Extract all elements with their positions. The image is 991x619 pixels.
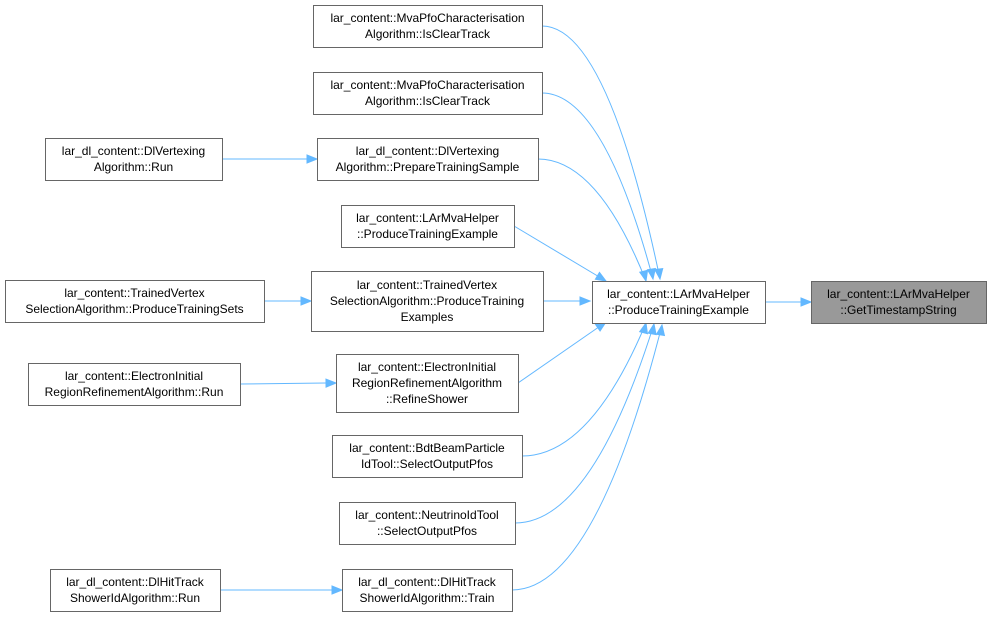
node-box[interactable] [50,569,221,612]
arrowhead-pte-to-gts [800,297,813,307]
node-label-line: lar_content::ElectronInitial [358,360,496,374]
node-box[interactable] [341,205,515,248]
node-dlv_pts[interactable]: lar_dl_content::DlVertexingAlgorithm::Pr… [317,138,539,181]
node-tvs_pts[interactable]: lar_content::TrainedVertexSelectionAlgor… [5,280,265,323]
node-box[interactable] [317,138,539,181]
node-box[interactable] [336,354,519,413]
node-label-line: lar_dl_content::DlVertexing [356,144,499,158]
nodes-layer: lar_content::LArMvaHelper::GetTimestampS… [5,5,987,612]
node-box[interactable] [45,138,223,181]
node-label-line: lar_content::NeutrinoIdTool [355,508,498,522]
node-label-line: lar_content::MvaPfoCharacterisation [330,78,524,92]
node-label-line: lar_content::LArMvaHelper [356,211,499,225]
node-box[interactable] [592,281,766,324]
node-label-line: ShowerIdAlgorithm::Train [360,591,495,605]
arrowhead-bdt-to-pte [638,321,649,335]
edge-mva1-to-pte [541,25,661,280]
node-eir_run[interactable]: lar_content::ElectronInitialRegionRefine… [28,363,241,406]
edge-mva2-to-pte [541,92,654,280]
arrowhead-dlh_run-to-dlh_train [331,585,344,595]
node-lmh_pte[interactable]: lar_content::LArMvaHelper::ProduceTraini… [341,205,515,248]
node-pte[interactable]: lar_content::LArMvaHelper::ProduceTraini… [592,281,766,324]
node-label-line: lar_dl_content::DlHitTrack [66,575,205,589]
node-label-line: ::ProduceTrainingExample [608,303,749,317]
arrowhead-mva2-to-pte [646,267,657,281]
node-label-line: SelectionAlgorithm::ProduceTrainingSets [25,302,243,316]
node-label-line: ::RefineShower [386,392,468,406]
node-box[interactable] [313,5,543,48]
node-bdt[interactable]: lar_content::BdtBeamParticleIdTool::Sele… [332,435,523,478]
node-box[interactable] [28,363,241,406]
node-label-line: Algorithm::PrepareTrainingSample [336,160,520,174]
node-nid[interactable]: lar_content::NeutrinoIdTool::SelectOutpu… [339,502,516,545]
arrowhead-mva1-to-pte [653,267,664,281]
node-label-line: ::SelectOutputPfos [377,524,477,538]
arrowhead-tvs_pte-to-pte [579,296,592,306]
arrowhead-dlh_train-to-pte [655,323,666,337]
node-label-line: Algorithm::Run [94,160,173,174]
node-box[interactable] [811,281,987,324]
node-dlh_run[interactable]: lar_dl_content::DlHitTrackShowerIdAlgori… [50,569,221,612]
edge-dlh_train-to-pte [511,324,663,591]
node-label-line: RegionRefinementAlgorithm::Run [45,385,224,399]
node-eir_rs[interactable]: lar_content::ElectronInitialRegionRefine… [336,354,519,413]
edge-nid-to-pte [514,323,655,524]
node-box[interactable] [313,72,543,115]
node-label-line: ::ProduceTrainingExample [357,227,498,241]
edge-eir_run-to-eir_rs [239,382,327,385]
node-label-line: lar_content::TrainedVertex [64,286,204,300]
edge-eir_rs-to-pte [517,321,607,384]
arrowhead-tvs_pts-to-tvs_pte [300,296,313,306]
node-box[interactable] [339,502,516,545]
edge-lmh_pte-to-pte [513,225,607,282]
node-tvs_pte[interactable]: lar_content::TrainedVertexSelectionAlgor… [311,271,544,332]
node-dlh_train[interactable]: lar_dl_content::DlHitTrackShowerIdAlgori… [342,569,513,612]
node-label-line: lar_dl_content::DlVertexing [62,144,205,158]
node-label-line: Examples [401,310,454,324]
arrowhead-eir_run-to-eir_rs [325,378,338,388]
arrowhead-lmh_pte-to-pte [594,271,608,282]
node-gts[interactable]: lar_content::LArMvaHelper::GetTimestampS… [811,281,987,324]
node-label-line: lar_content::MvaPfoCharacterisation [330,11,524,25]
edges-layer [220,25,813,595]
node-label-line: SelectionAlgorithm::ProduceTraining [330,294,524,308]
node-label-line: Algorithm::IsClearTrack [365,94,491,108]
node-label-line: IdTool::SelectOutputPfos [361,457,493,471]
node-label-line: ShowerIdAlgorithm::Run [70,591,200,605]
node-mva2[interactable]: lar_content::MvaPfoCharacterisationAlgor… [313,72,543,115]
arrowhead-nid-to-pte [647,322,657,336]
arrowhead-dlv_pts-to-pte [638,269,649,283]
node-box[interactable] [5,280,265,323]
node-label-line: lar_content::LArMvaHelper [607,287,750,301]
node-label-line: lar_dl_content::DlHitTrack [358,575,497,589]
edge-bdt-to-pte [521,322,647,457]
node-label-line: lar_content::TrainedVertex [357,278,497,292]
node-box[interactable] [332,435,523,478]
edge-dlv_pts-to-pte [537,158,647,282]
node-label-line: RegionRefinementAlgorithm [352,376,502,390]
node-label-line: lar_content::ElectronInitial [65,369,203,383]
node-label-line: lar_content::BdtBeamParticle [349,441,505,455]
arrowhead-dlv_run-to-dlv_pts [306,154,319,164]
node-box[interactable] [311,271,544,332]
node-label-line: lar_content::LArMvaHelper [827,287,970,301]
node-label-line: Algorithm::IsClearTrack [365,27,491,41]
node-mva1[interactable]: lar_content::MvaPfoCharacterisationAlgor… [313,5,543,48]
node-box[interactable] [342,569,513,612]
node-label-line: ::GetTimestampString [840,303,956,317]
node-dlv_run[interactable]: lar_dl_content::DlVertexingAlgorithm::Ru… [45,138,223,181]
